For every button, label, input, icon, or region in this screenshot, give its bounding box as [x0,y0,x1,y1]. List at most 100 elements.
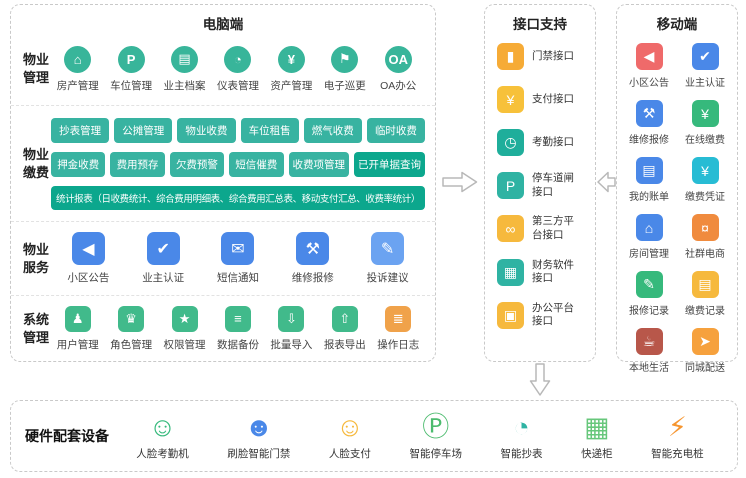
database-backup-icon: ≡ [224,305,251,332]
hardware-item: ◔ 智能抄表 [501,411,543,461]
online-payment-icon: ¥ [691,100,719,127]
announcement-icon: ◀ [635,43,663,70]
user-icon: ♟ [64,305,91,332]
api-item: P 停车道闸接口 [497,172,587,200]
mobile-items: ◀ 小区公告 ✔ 业主认证 ⚒ 维修报修 ¥ 在线缴费 ▤ 我的账单 [617,33,737,374]
feature-item: ⇩ 批量导入 [265,305,317,352]
system-items: ♟ 用户管理 ♛ 角色管理 ★ 权限管理 ≡ 数据备份 [51,305,425,352]
fee-pill: 费用预存 [110,151,165,177]
hardware-item-label: 智能抄表 [500,448,543,460]
third-party-link-icon: ∞ [497,215,524,243]
mobile-item-label: 缴费记录 [685,306,725,317]
payment-receipt-icon: ¥ [691,157,719,184]
api-item-label: 第三方平台接口 [532,215,574,241]
owner-verify-icon: ✔ [146,232,180,265]
attendance-clock-icon: ◷ [497,129,524,156]
feature-label: 角色管理 [110,338,153,351]
owner-archive-icon: ▤ [171,45,199,73]
section-label-management: 物业管理 [22,52,49,85]
room-house-icon: ⌂ [635,214,663,241]
mobile-item-label: 本地生活 [629,363,669,374]
api-panel-title: 接口支持 [513,17,567,32]
feature-item: ⚒ 维修报修 [287,232,339,285]
feature-label: 短信通知 [216,272,259,284]
api-item: ◷ 考勤接口 [497,129,587,156]
meter-gauge-icon: ◔ [224,45,252,73]
pc-panel: 电脑端 物业管理 ⌂ 房产管理 P 车位管理 ▤ 业主档案 [10,4,436,362]
feature-label: OA办公 [380,79,417,92]
hardware-panel-title: 硬件配套设备 [25,428,109,444]
feature-label: 资产管理 [270,79,313,92]
mobile-item: ⚒ 维修报修 [621,100,677,146]
feature-label: 电子巡更 [323,79,366,92]
feature-label: 操作日志 [377,338,420,351]
hardware-item-label: 快递柜 [581,448,613,460]
asset-money-icon: ¥ [277,45,305,73]
repair-tools-icon: ⚒ [635,100,663,127]
payment-yen-icon: ¥ [497,86,524,113]
oa-office-icon: OA [384,45,412,73]
door-access-icon: ▮ [497,43,524,70]
hardware-item-label: 智能充电桩 [651,448,704,460]
mobile-item: ¤ 社群电商 [677,214,733,260]
hardware-items: ☺ 人脸考勤机 ☻ 刷脸智能门禁 ☺ 人脸支付 Ⓟ 智能停车场 ◔ 智能抄表 [117,411,723,461]
delivery-icon: ➤ [691,328,719,355]
feature-label: 数据备份 [216,338,259,351]
mobile-item: ⌂ 房间管理 [621,214,677,260]
api-item-label: 办公平台接口 [532,301,574,328]
feature-label: 房产管理 [56,79,99,92]
ecommerce-cart-icon: ¤ [691,214,719,241]
fee-pill: 车位租售 [240,117,299,143]
mobile-item-label: 社群电商 [685,249,725,260]
hardware-item: Ⓟ 智能停车场 [409,411,462,461]
mobile-item-label: 房间管理 [629,249,669,260]
feature-label: 维修报修 [291,272,334,284]
fee-pill: 已开单据查询 [354,151,425,177]
hardware-item-label: 人脸考勤机 [136,448,189,460]
hardware-panel: 硬件配套设备 ☺ 人脸考勤机 ☻ 刷脸智能门禁 ☺ 人脸支付 Ⓟ 智能停车场 [10,400,738,472]
local-life-cup-icon: ☕ [635,328,663,355]
fee-pill: 欠费预警 [169,151,225,177]
feature-label: 报表导出 [323,338,366,351]
hardware-item: ☺ 人脸考勤机 [136,411,189,461]
feature-item: ✉ 短信通知 [212,232,264,285]
api-item-label: 财务软件接口 [532,258,574,285]
mobile-item-label: 在线缴费 [685,135,725,146]
announcement-icon: ◀ [71,232,105,265]
pc-panel-title: 电脑端 [202,17,244,32]
fee-pill: 公摊管理 [114,117,173,143]
my-bill-icon: ▤ [635,157,663,184]
fee-pill-row-2: 押金收费 费用预存 欠费预警 短信催费 收费项管理 已开单据查询 [51,151,425,177]
role-crown-icon: ♛ [118,305,145,332]
fee-pill: 物业收费 [177,117,236,143]
feature-label: 仪表管理 [216,79,259,92]
fee-pill: 收费项管理 [288,151,349,177]
smart-parking-icon: Ⓟ [422,411,450,442]
sms-envelope-icon: ✉ [221,232,255,265]
api-support-panel: 接口支持 ▮ 门禁接口 ¥ 支付接口 ◷ 考勤接口 P 停车道闸接口 [484,4,596,362]
smart-meter-icon: ◔ [513,411,530,442]
mobile-panel: 移动端 ◀ 小区公告 ✔ 业主认证 ⚒ 维修报修 ¥ 在线缴费 ▤ [616,4,738,374]
face-access-icon: ☻ [244,411,274,442]
parking-barrier-icon: P [497,172,524,200]
mobile-item-label: 缴费凭证 [685,192,725,203]
face-attendance-icon: ☺ [148,411,177,442]
feature-item: P 车位管理 [105,45,157,93]
feedback-pencil-icon: ✎ [371,232,405,265]
fee-pill: 短信催费 [229,151,284,177]
section-property-management: 物业管理 ⌂ 房产管理 P 车位管理 ▤ 业主档案 ◔ [11,33,435,105]
repair-tools-icon: ⚒ [296,232,330,265]
patrol-flag-icon: ⚑ [331,45,359,73]
api-item-label: 门禁接口 [532,49,574,62]
mobile-item: ☕ 本地生活 [621,328,677,374]
feature-label: 投诉建议 [366,272,409,284]
feature-label: 业主档案 [163,79,206,92]
mobile-item-label: 我的账单 [629,192,669,203]
repair-record-icon: ✎ [635,271,663,298]
mobile-item: ➤ 同城配送 [677,328,733,374]
feature-label: 批量导入 [270,338,313,351]
parking-icon: P [117,45,145,73]
owner-verify-icon: ✔ [691,43,719,70]
api-item: ∞ 第三方平台接口 [497,215,587,243]
mobile-item-label: 报修记录 [629,306,669,317]
